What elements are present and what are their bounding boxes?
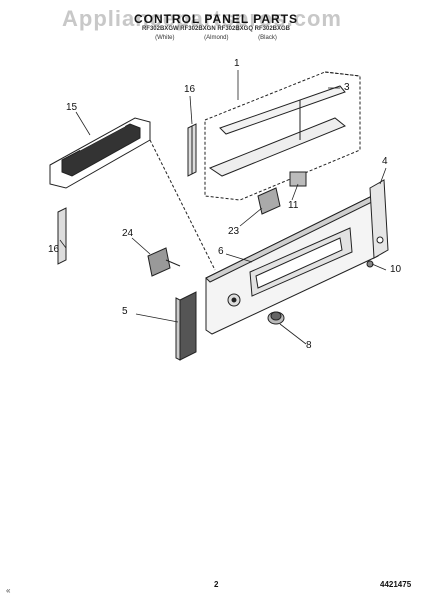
- color-options: (White) (Almond) (Black): [0, 35, 432, 41]
- control-board-15: [49, 117, 151, 189]
- part-label-6: 6: [218, 246, 224, 257]
- knob-8: [267, 311, 285, 325]
- part-label-16-upper: 16: [184, 84, 196, 95]
- connector-24: [147, 247, 181, 277]
- bracket-16-upper: [187, 123, 197, 177]
- trim-assembly-box: [204, 71, 361, 201]
- part-number: 4421475: [380, 580, 412, 589]
- part-label-23: 23: [228, 226, 240, 237]
- part-label-11: 11: [288, 200, 299, 211]
- guide-line: [149, 139, 216, 271]
- switch-11: [289, 171, 307, 187]
- part-label-4: 4: [382, 156, 388, 167]
- switch-23: [257, 187, 281, 215]
- part-label-3: 3: [344, 82, 350, 93]
- color-white: (White): [155, 35, 175, 41]
- trim-piece-3: [208, 85, 346, 177]
- part-label-8: 8: [306, 340, 312, 351]
- model-numbers: RF302BXGW RF302BXGN RF302BXGQ RF302BXGB: [141, 26, 291, 32]
- leader-lines: [59, 70, 387, 345]
- part-label-10: 10: [390, 264, 402, 275]
- part-label-16-lower: 16: [48, 244, 60, 255]
- color-almond: (Almond): [204, 35, 229, 41]
- color-black: (Black): [258, 35, 277, 41]
- part-label-5: 5: [122, 306, 128, 317]
- part-label-15: 15: [66, 102, 78, 113]
- part-label-1: 1: [234, 58, 240, 69]
- page-number: 2: [214, 580, 219, 589]
- page-title: CONTROL PANEL PARTS: [133, 12, 299, 26]
- end-bracket-4: [369, 179, 389, 259]
- side-trim-5: [175, 291, 197, 361]
- part-label-24: 24: [122, 228, 134, 239]
- bracket-16-lower: [57, 207, 67, 265]
- corner-mark: «: [6, 586, 11, 595]
- control-panel-6: [205, 195, 379, 335]
- watermark: Appliancepartspros.com: [62, 6, 342, 31]
